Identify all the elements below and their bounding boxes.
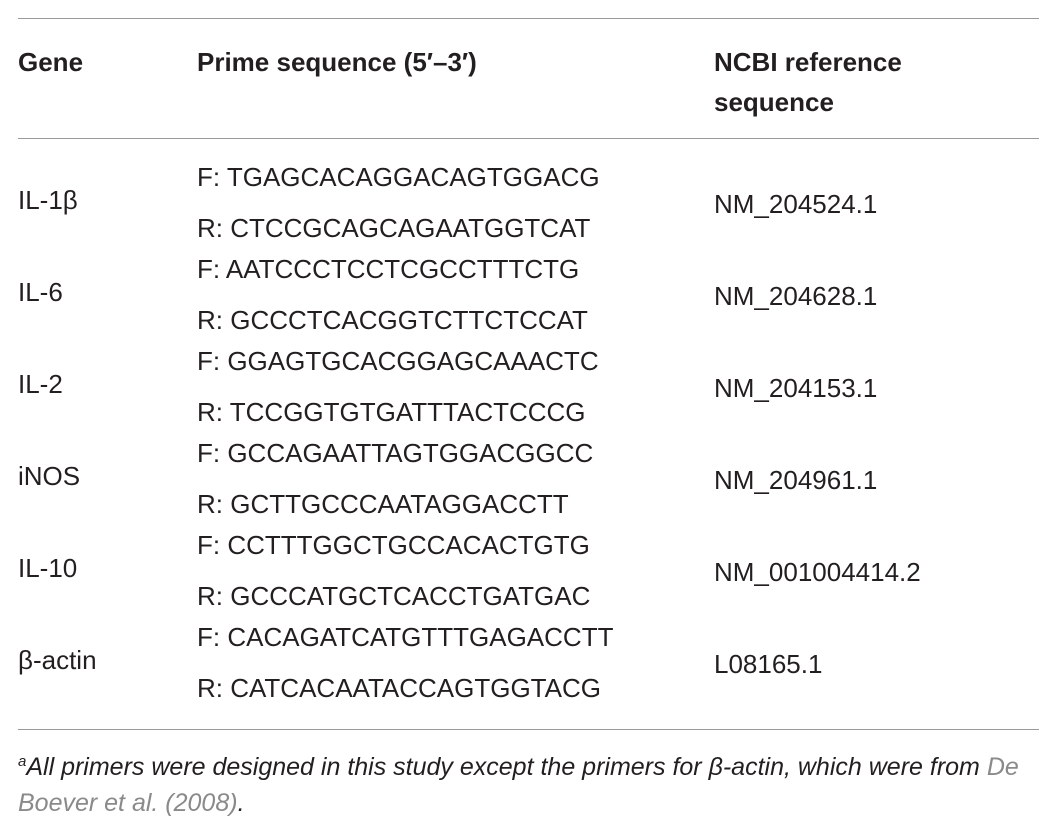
header-ncbi-reference: NCBI reference sequence — [714, 42, 1014, 122]
table-header-rule — [18, 138, 1039, 139]
gene-cell: β-actin — [18, 645, 97, 675]
gene-cell: IL-6 — [18, 277, 63, 307]
table-bottom-rule — [18, 729, 1039, 730]
reverse-primer-cell: R: GCCCTCACGGTCTTCTCCAT — [197, 305, 588, 335]
table-row: β-actin F: CACAGATCATGTTTGAGACCTT R: CAT… — [0, 598, 1057, 703]
reverse-primer-cell: R: TCCGGTGTGATTTACTCCCG — [197, 397, 586, 427]
forward-primer-cell: F: GCCAGAATTAGTGGACGGCC — [197, 438, 594, 468]
forward-primer-cell: F: CACAGATCATGTTTGAGACCTT — [197, 622, 614, 652]
forward-primer-cell: F: AATCCCTCCTCGCCTTTCTG — [197, 254, 580, 284]
footnote-citation-link[interactable]: De Boever et al. (2008) — [18, 753, 1019, 817]
header-ref-line1: NCBI reference — [714, 47, 902, 77]
reverse-primer-cell: R: CTCCGCAGCAGAATGGTCAT — [197, 213, 591, 243]
forward-primer-cell: F: CCTTTGGCTGCCACACTGTG — [197, 530, 590, 560]
forward-primer-cell: F: TGAGCACAGGACAGTGGACG — [197, 162, 600, 192]
ncbi-ref-cell: NM_204628.1 — [714, 281, 878, 311]
reverse-primer-cell: R: CATCACAATACCAGTGGTACG — [197, 673, 601, 703]
forward-primer-cell: F: GGAGTGCACGGAGCAAACTC — [197, 346, 599, 376]
reverse-primer-cell: R: GCTTGCCCAATAGGACCTT — [197, 489, 569, 519]
table-row: IL-1β F: TGAGCACAGGACAGTGGACG R: CTCCGCA… — [0, 138, 1057, 243]
header-ref-line2: sequence — [714, 87, 834, 117]
table-top-rule — [18, 18, 1039, 19]
table-row: iNOS F: GCCAGAATTAGTGGACGGCC R: GCTTGCCC… — [0, 414, 1057, 519]
table-row: IL-6 F: AATCCCTCCTCGCCTTTCTG R: GCCCTCAC… — [0, 230, 1057, 335]
footnote-text: All primers were designed in this study … — [26, 753, 980, 781]
reverse-primer-cell: R: GCCCATGCTCACCTGATGAC — [197, 581, 591, 611]
gene-cell: IL-1β — [18, 185, 78, 215]
ncbi-ref-cell: NM_204961.1 — [714, 465, 878, 495]
gene-cell: iNOS — [18, 461, 81, 491]
gene-cell: IL-2 — [18, 369, 63, 399]
ncbi-ref-cell: NM_204153.1 — [714, 373, 878, 403]
header-gene: Gene — [18, 47, 84, 77]
footnote-end: . — [237, 789, 245, 817]
footnote-marker: a — [18, 753, 27, 770]
table-footnote: aAll primers were designed in this study… — [18, 744, 1048, 821]
ncbi-ref-cell: NM_001004414.2 — [714, 557, 921, 587]
gene-cell: IL-10 — [18, 553, 78, 583]
header-primer-sequence: Prime sequence (5′–3′) — [197, 47, 477, 77]
table-row: IL-10 F: CCTTTGGCTGCCACACTGTG R: GCCCATG… — [0, 506, 1057, 611]
table-row: IL-2 F: GGAGTGCACGGAGCAAACTC R: TCCGGTGT… — [0, 322, 1057, 427]
ncbi-ref-cell: L08165.1 — [714, 649, 823, 679]
ncbi-ref-cell: NM_204524.1 — [714, 189, 878, 219]
